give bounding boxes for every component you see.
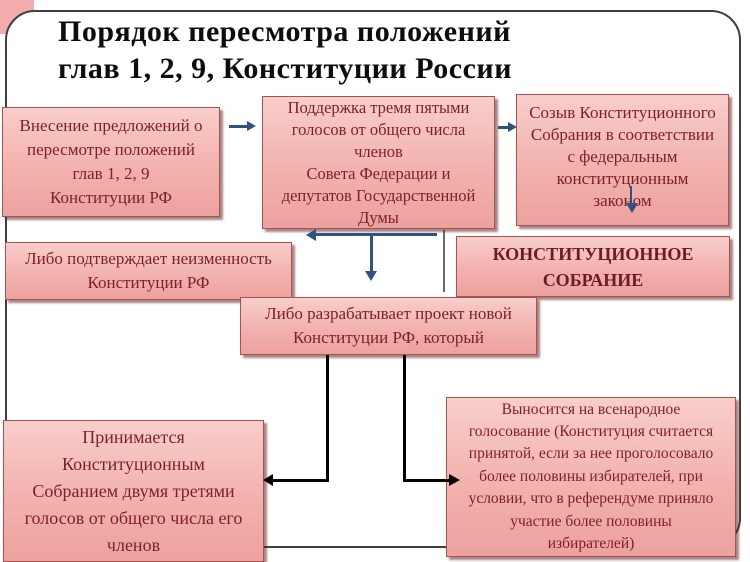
connector-branch-vertical-line <box>370 233 373 272</box>
connector-support-convene-line <box>498 126 508 129</box>
connector-draft-adopt-horizontal <box>273 479 329 482</box>
box-constitutional-assembly: КОНСТИТУЦИОННОЕ СОБРАНИЕ <box>456 236 730 297</box>
connector-propose-support-line <box>229 125 247 128</box>
connector-branch-left-arrowhead-icon <box>306 229 316 241</box>
connector-branch-horizontal-line <box>316 233 437 236</box>
connector-draft-adopt-vertical <box>326 355 329 482</box>
box-adopt-two-thirds: Принимается Конституционным Собранием дв… <box>3 420 264 562</box>
slide-title: Порядок пересмотра положений глав 1, 2, … <box>58 15 512 85</box>
connector-draft-referendum-vertical <box>403 355 406 482</box>
box-convene-assembly: Созыв Конституционного Собрания в соотве… <box>516 94 729 226</box>
box-propose-amendments: Внесение предложений о пересмотре положе… <box>2 107 220 217</box>
box-confirm-unchanged: Либо подтверждает неизменность Конституц… <box>5 242 292 300</box>
connector-propose-support-arrowhead-icon <box>247 121 256 131</box>
connector-draft-adopt-arrowhead-icon <box>263 474 273 486</box>
connector-draft-referendum-horizontal <box>403 479 449 482</box>
connector-support-convene-arrowhead-icon <box>508 122 517 132</box>
box-national-referendum: Выносится на всенародное голосование (Ко… <box>446 397 736 557</box>
box-three-fifths-support: Поддержка тремя пятыми голосов от общего… <box>262 96 495 229</box>
connector-draft-referendum-arrowhead-icon <box>449 474 460 486</box>
connector-convene-assembly-line <box>630 186 632 204</box>
connector-convene-assembly-arrowhead-icon <box>626 203 638 213</box>
divider-line <box>443 230 445 292</box>
box-draft-new-constitution: Либо разрабатывает проект новой Конститу… <box>240 297 537 355</box>
connector-branch-down-arrowhead-icon <box>365 271 377 281</box>
